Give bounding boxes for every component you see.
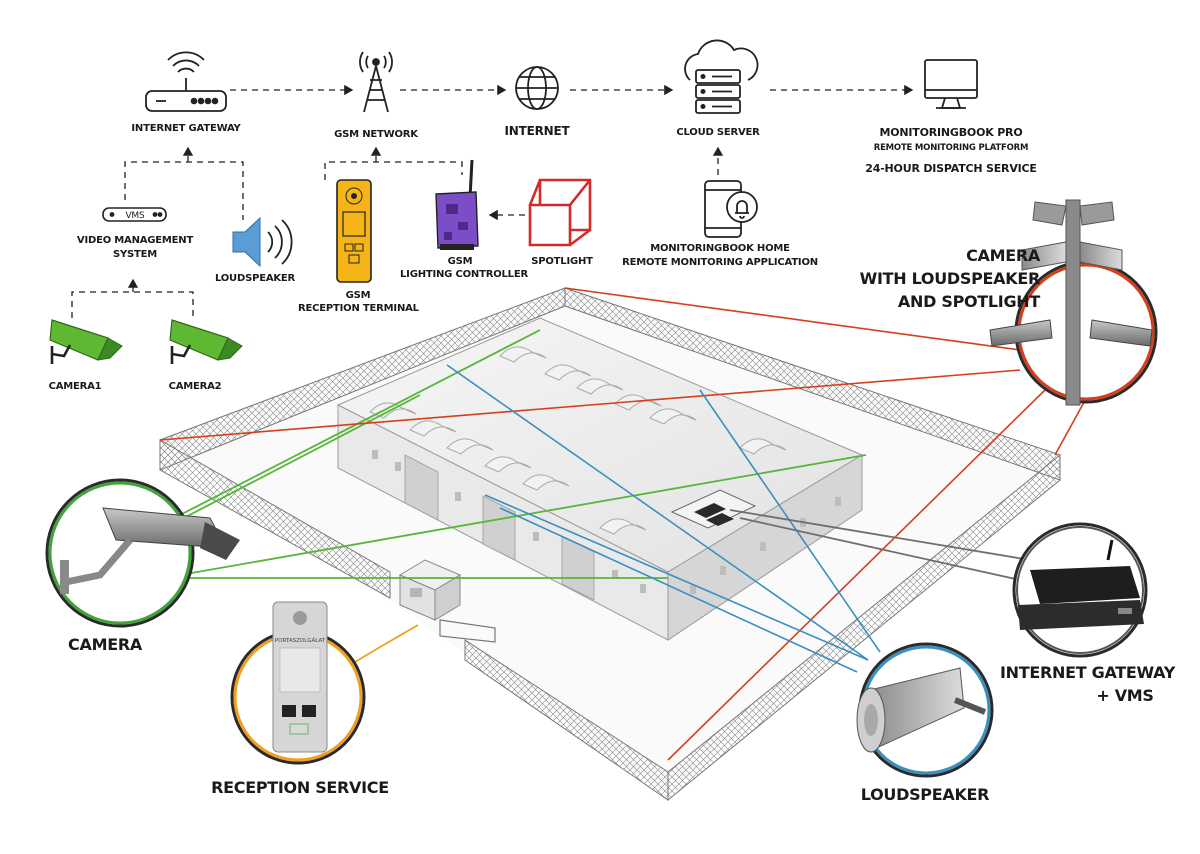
smartphone-bell-icon [704,180,758,238]
label-vms-line1: VIDEO MANAGEMENT [76,235,194,246]
label-camera-combo-line3: AND SPOTLIGHT [897,292,1040,311]
label-gsm-reception-line1: GSM [345,290,371,301]
label-remote-monitoring-app: REMOTE MONITORING APPLICATION [622,257,818,268]
reception-terminal-icon [336,179,372,283]
fence-front-left [159,439,391,599]
blue-loudspeaker-lines [446,364,881,673]
label-camera1: CAMERA1 [48,381,102,392]
label-gsm-lighting-line1: GSM [447,256,473,267]
guard-house [398,559,462,621]
label-gsm-lighting-line2: LIGHTING CONTROLLER [400,269,528,280]
fence-front-bottom [464,639,669,801]
label-camera-combo-line2: WITH LOUDSPEAKER [859,269,1041,288]
pole-callout [989,199,1158,406]
vms-box-icon [102,207,167,222]
label-internet-gateway-vms-line1: INTERNET GATEWAY [1000,663,1175,682]
label-internet-gateway: INTERNET GATEWAY [131,123,241,134]
camera-icon-2 [169,319,243,364]
label-dispatch-service: 24-HOUR DISPATCH SERVICE [865,162,1037,175]
label-reception-service: RECEPTION SERVICE [211,778,389,797]
camera-callout [45,478,240,628]
label-monitoringbook-pro: MONITORINGBOOK PRO [879,126,1023,139]
vms-device-text: VMS [125,211,145,221]
reception-callout: PORTASZOLGÁLAT [230,601,366,765]
lighting-controller-icon [435,159,479,250]
label-internet-gateway-vms-line2: + VMS [1096,686,1154,705]
label-camera2: CAMERA2 [168,381,222,392]
cloud-server-icon [684,39,759,114]
reception-panel-header: PORTASZOLGÁLAT [275,637,326,644]
gateway-callout [1012,522,1148,658]
label-loudspeaker-small: LOUDSPEAKER [214,273,296,284]
rooftop-equipment [670,489,757,529]
label-vms-line2: SYSTEM [112,249,158,260]
building-windows [372,450,841,594]
globe-icon [515,66,559,110]
network-dashed-links [71,84,914,318]
camera-icon-1 [49,319,123,364]
gate [439,619,496,643]
red-pole-lines [159,287,1089,761]
label-camera-combo-line1: CAMERA [966,246,1040,265]
label-spotlight: SPOTLIGHT [531,256,593,267]
label-internet: INTERNET [504,124,570,138]
label-cloud-server: CLOUD SERVER [676,127,760,138]
label-camera-big: CAMERA [68,635,142,654]
green-camera-coverage-lines [179,329,867,579]
label-monitoringbook-home: MONITORINGBOOK HOME [650,243,790,254]
label-remote-monitoring-platform: REMOTE MONITORING PLATFORM [873,143,1029,153]
gsm-tower-icon [359,51,393,113]
gateway-device [1030,566,1140,604]
speaker-icon [232,216,293,268]
label-loudspeaker-big: LOUDSPEAKER [860,785,990,804]
router-icon [145,51,227,112]
gray-gateway-lines [729,509,1031,581]
orange-reception-line [344,624,419,669]
loudspeaker-callout [856,642,994,778]
monitor-icon [924,59,978,109]
pole [1065,199,1081,406]
spotlight-icon [528,178,592,247]
label-gsm-network: GSM NETWORK [334,129,418,140]
label-gsm-reception-line2: RECEPTION TERMINAL [298,303,419,314]
